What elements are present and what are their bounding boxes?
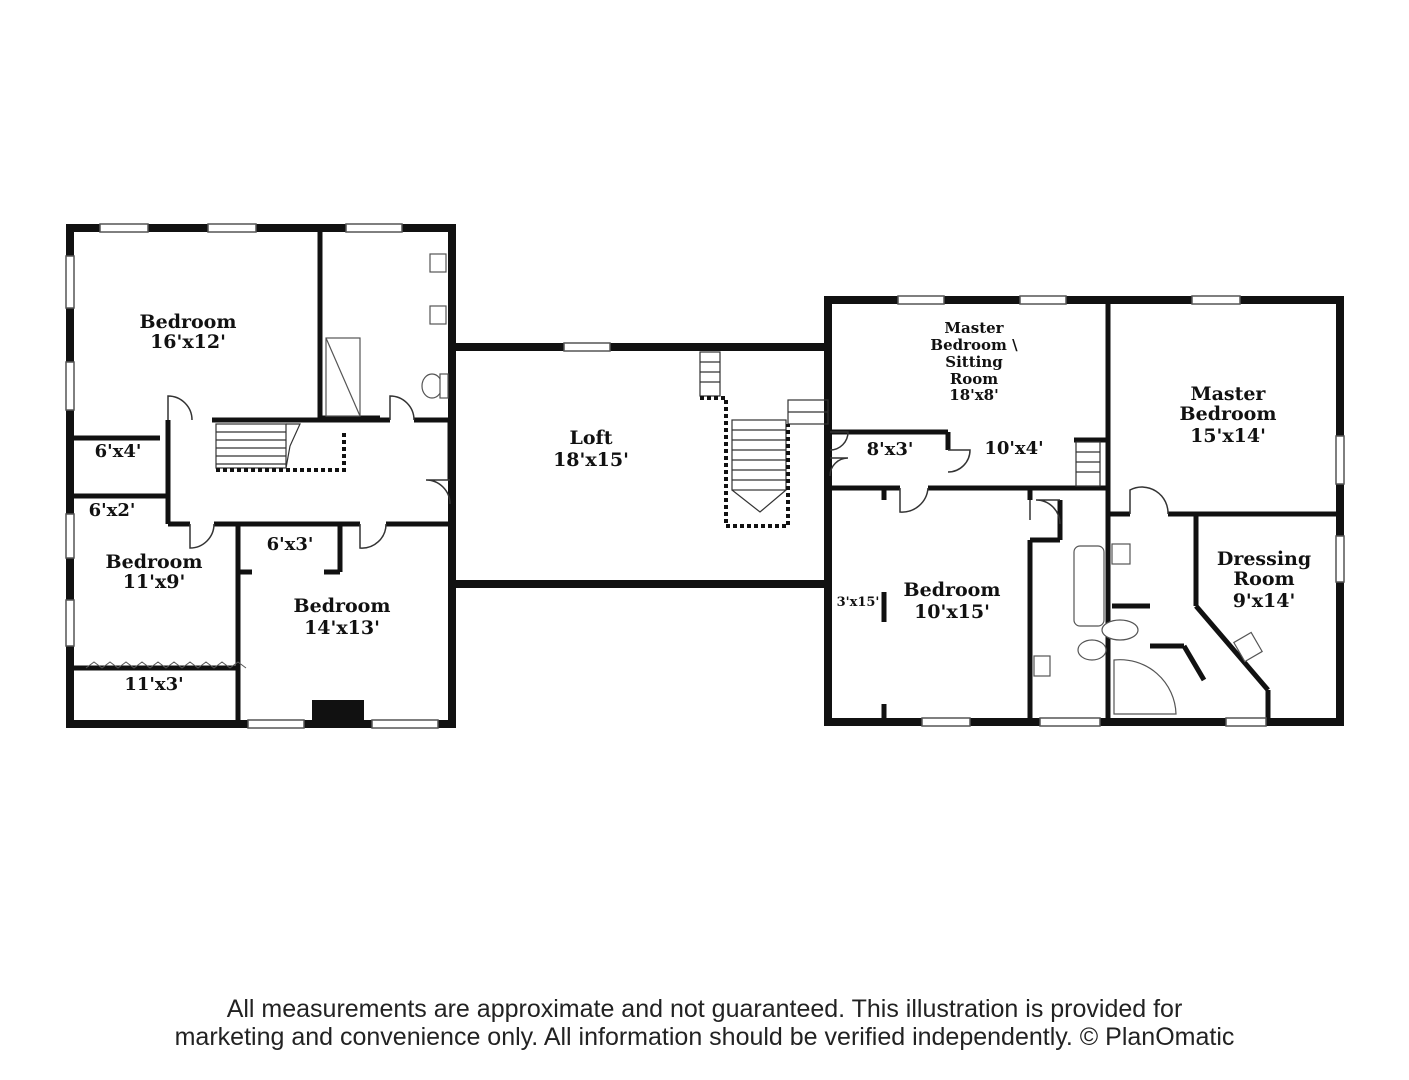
room-label-master-sitting-3: Sitting xyxy=(945,353,1003,371)
room-label-bedroom-e: Bedroom xyxy=(904,579,1001,601)
room-label-master-sitting-1: Master xyxy=(944,319,1004,337)
closet-size-10x4: 10'x4' xyxy=(984,438,1043,459)
left-wing-exterior-wall xyxy=(66,224,456,728)
room-size-bedroom-s: 14'x13' xyxy=(304,617,380,639)
room-label-bedroom-sw: Bedroom xyxy=(106,551,203,573)
stair-rail-left xyxy=(216,432,346,472)
tub xyxy=(1073,545,1105,627)
room-size-bedroom-nw: 16'x12' xyxy=(150,331,226,353)
disclaimer-line-2: marketing and convenience only. All info… xyxy=(174,1023,1235,1051)
stairs-right xyxy=(1075,441,1101,487)
room-label-dressing-2: Room xyxy=(1233,568,1294,590)
room-size-loft: 18'x15' xyxy=(553,449,629,471)
stairs-loft xyxy=(699,351,829,513)
room-size-dressing: 9'x14' xyxy=(1233,590,1296,612)
stairs-left xyxy=(215,423,301,469)
closet-size-6x4: 6'x4' xyxy=(95,441,142,462)
room-label-loft: Loft xyxy=(570,427,613,449)
interior-walls xyxy=(72,230,1340,722)
right-wing-exterior-wall xyxy=(824,296,1344,726)
closet-size-6x2: 6'x2' xyxy=(89,500,136,521)
bifold-closet-door xyxy=(85,661,247,669)
room-label-bedroom-nw: Bedroom xyxy=(140,311,237,333)
stair-rail-loft xyxy=(700,396,790,528)
walls xyxy=(66,224,1344,728)
room-size-bedroom-sw: 11'x9' xyxy=(123,571,186,593)
fixtures xyxy=(325,253,1263,715)
room-label-bedroom-s: Bedroom xyxy=(294,595,391,617)
closet-size-6x3: 6'x3' xyxy=(267,534,314,555)
room-size-bedroom-e: 10'x15' xyxy=(914,601,990,623)
closet-size-3x15: 3'x15' xyxy=(837,595,880,610)
closet-size-11x3: 11'x3' xyxy=(124,674,183,695)
closet-size-8x3: 8'x3' xyxy=(867,439,914,460)
doors xyxy=(167,395,1169,549)
disclaimer-line-1: All measurements are approximate and not… xyxy=(226,995,1183,1023)
room-label-master-sitting-2: Bedroom \ xyxy=(930,336,1018,354)
room-label-master-sitting-4: Room xyxy=(950,370,998,388)
windows xyxy=(65,223,1345,729)
disclaimer: All measurements are approximate and not… xyxy=(0,995,1409,1051)
room-label-master-bedroom-1: Master xyxy=(1191,383,1267,405)
fireplace xyxy=(312,700,364,724)
room-size-master-sitting: 18'x8' xyxy=(949,386,998,404)
room-size-master-bedroom: 15'x14' xyxy=(1190,425,1266,447)
corner-shower xyxy=(1113,659,1177,715)
room-label-master-bedroom-2: Bedroom xyxy=(1180,403,1277,425)
room-label-dressing-1: Dressing xyxy=(1217,548,1311,570)
